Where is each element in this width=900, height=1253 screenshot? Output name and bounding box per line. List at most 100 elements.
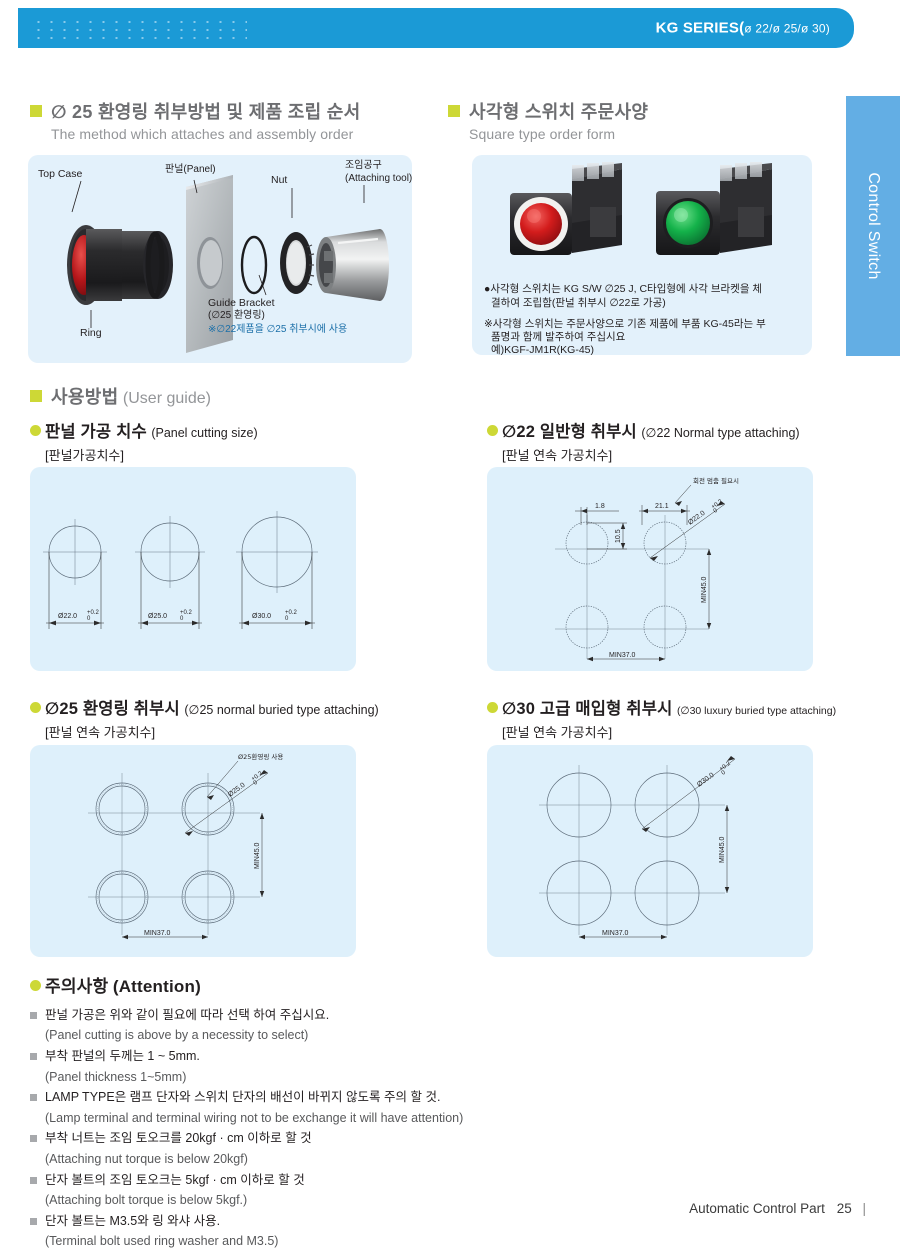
dim-text-min37-d25: MIN37.0	[144, 930, 171, 937]
dim-tol-dn-hole-d22: 0	[713, 507, 720, 514]
label-top-case: Top Case	[38, 168, 83, 180]
note-en: (Lamp terminal and terminal wiring not t…	[45, 1110, 464, 1125]
square-switch-panel: ●사각형 스위치는 KG S/W ∅25 J, C타입형에 사각 브라켓을 체 …	[472, 155, 812, 356]
note-bullet-icon	[30, 1012, 37, 1019]
section1-title-en: The method which attaches and assembly o…	[51, 126, 354, 142]
round-bullet-icon	[487, 425, 498, 437]
annotation-rotation-stop: 회전 멈춤 필요시	[693, 476, 739, 485]
note-kr: 부착 판널의 두께는 1 ~ 5mm.	[45, 1049, 200, 1064]
section-heading-square-order: 사각형 스위치 주문사양 Square type order form	[448, 98, 648, 142]
round-bullet-icon	[30, 980, 41, 992]
sub1-bracket: [판널가공치수]	[45, 448, 124, 463]
sub2-bracket: [판널 연속 가공치수]	[502, 448, 613, 463]
square-switch-note1-line2: 결하여 조립함(판널 취부시 ∅22로 가공)	[491, 297, 666, 309]
footer-text: Automatic Control Part	[689, 1201, 825, 1216]
subheading-attention: 주의사항 (Attention)	[30, 972, 201, 997]
page-footer: Automatic Control Part 25 |	[689, 1201, 866, 1216]
sub2-title-kr: ∅22 일반형 취부시	[502, 423, 637, 441]
d22-layout-diagram: 1.8 21.1 10.5 MIN45.0 MIN37.0 Ø22.0 +0.2…	[487, 467, 813, 671]
side-tab-control-switch[interactable]: Control Switch	[846, 96, 900, 356]
label-ring: Ring	[80, 327, 102, 339]
subheading-d30-luxury: ∅30 고급 매입형 취부시 (∅30 luxury buried type a…	[487, 695, 836, 741]
sub4-title-kr: ∅30 고급 매입형 취부시	[502, 700, 673, 718]
dim-text-10p5: 10.5	[615, 529, 622, 543]
section-heading-user-guide: 사용방법 (User guide)	[30, 383, 211, 409]
subheading-panel-cutting-size: 판널 가공 치수 (Panel cutting size) [판널가공치수]	[30, 418, 258, 464]
note-bullet-icon	[30, 1217, 37, 1225]
sub3-title-en: (∅25 normal buried type attaching)	[184, 703, 379, 717]
attention-title-kr: 주의사항	[45, 977, 109, 996]
section2-title-kr: 사각형 스위치 주문사양	[469, 102, 649, 122]
list-item: 부착 판널의 두께는 1 ~ 5mm. (Panel thickness 1~5…	[30, 1047, 550, 1086]
dim-text-hole-d30: Ø30.0	[696, 772, 716, 789]
note-en: (Attaching nut torque is below 20kgf)	[45, 1151, 248, 1166]
section1-title-kr: ∅ 25 환영링 취부방법 및 제품 조립 순서	[51, 102, 361, 122]
three-hole-sizes-drawing: Ø22.0 +0.2 0 Ø25.0 +0.2 0 Ø30.0 +0.2 0	[43, 511, 318, 629]
dim-tol-dn-d30: 0	[285, 616, 289, 622]
note-bullet-icon	[30, 1176, 37, 1184]
panel-cutting-size-diagram: Ø22.0 +0.2 0 Ø25.0 +0.2 0 Ø30.0 +0.2 0	[30, 467, 356, 671]
dim-text-d22: Ø22.0	[58, 613, 77, 620]
dim-tol-up-d30: +0.2	[285, 610, 298, 616]
note-en: (Terminal bolt used ring washer and M3.5…	[45, 1234, 279, 1248]
list-item: 부착 너트는 조임 토오크를 20kgf · cm 이하로 할 것 (Attac…	[30, 1129, 550, 1168]
assembly-diagram-panel: Top Case Ring 판널(Panel) Nut 조임공구 (Attach…	[28, 155, 412, 363]
d30-layout-diagram: MIN45.0 MIN37.0 Ø30.0 +0.2 0	[487, 745, 813, 957]
sub2-title-en: (∅22 Normal type attaching)	[641, 426, 800, 440]
dim-tol-dn-hole-d25: 0	[253, 779, 260, 786]
series-title: KG SERIES(ø 22/ø 25/ø 30)	[656, 20, 830, 37]
footer-bar: |	[862, 1201, 866, 1216]
section2-title-en: Square type order form	[469, 126, 616, 142]
sub3-title-kr: ∅25 환영링 취부시	[45, 700, 180, 718]
series-title-d25: ø 25/	[772, 21, 801, 36]
square-bullet-icon	[30, 389, 42, 402]
footer-page-number: 25	[836, 1201, 852, 1216]
label-guide-bracket-note: ※∅22제품을 ∅25 취부시에 사용	[208, 324, 348, 335]
dot-grid-icon	[32, 16, 247, 40]
sub1-title-kr: 판널 가공 치수	[45, 423, 147, 441]
sub4-bracket: [판널 연속 가공치수]	[502, 725, 613, 740]
section3-title-kr: 사용방법	[51, 387, 119, 407]
dim-text-min37-d30: MIN37.0	[602, 930, 629, 937]
dim-text-d30: Ø30.0	[252, 613, 271, 620]
square-switch-note1-line1: ●사각형 스위치는 KG S/W ∅25 J, C타입형에 사각 브라켓을 체	[484, 283, 763, 295]
subheading-d25-ring: ∅25 환영링 취부시 (∅25 normal buried type atta…	[30, 695, 379, 741]
section3-title-en: (User guide)	[122, 390, 211, 407]
round-bullet-icon	[30, 702, 41, 714]
attention-notes-list: 판널 가공은 위와 같이 필요에 따라 선택 하여 주십시요. (Panel c…	[30, 1006, 550, 1253]
dim-tol-dn-d25: 0	[180, 616, 184, 622]
dim-text-min37: MIN37.0	[609, 652, 636, 659]
square-switch-photo	[510, 162, 772, 255]
d22-four-hole-drawing: 1.8 21.1 10.5 MIN45.0 MIN37.0 Ø22.0 +0.2…	[555, 476, 739, 662]
subheading-d22-normal: ∅22 일반형 취부시 (∅22 Normal type attaching) …	[487, 418, 800, 464]
note-kr: 단자 볼트의 조임 토오크는 5kgf · cm 이하로 할 것	[45, 1172, 305, 1187]
annotation-d25-ring-use: Ø25환영링 사용	[238, 752, 283, 761]
label-attaching-tool-en: (Attaching tool)	[345, 173, 413, 184]
label-guide-bracket-en: Guide Bracket	[208, 297, 275, 309]
note-en: (Panel cutting is above by a necessity t…	[45, 1028, 309, 1043]
list-item: 단자 볼트의 조임 토오크는 5kgf · cm 이하로 할 것 (Attach…	[30, 1171, 550, 1210]
note-bullet-icon	[30, 1135, 37, 1143]
note-en: (Panel thickness 1~5mm)	[45, 1069, 187, 1084]
side-tab-label: Control Switch	[865, 172, 882, 280]
dim-text-min45-d25: MIN45.0	[254, 842, 261, 869]
note-kr: 판널 가공은 위와 같이 필요에 따라 선택 하여 주십시요.	[45, 1008, 330, 1022]
dim-tol-dn-hole-d30: 0	[721, 769, 728, 776]
label-guide-bracket-kr: (∅25 환영링)	[208, 310, 265, 321]
section-heading-assembly: ∅ 25 환영링 취부방법 및 제품 조립 순서 The method whic…	[30, 98, 360, 142]
sub3-bracket: [판널 연속 가공치수]	[45, 725, 156, 740]
d30-four-hole-drawing: MIN45.0 MIN37.0 Ø30.0 +0.2 0	[539, 756, 736, 940]
attention-title-en: (Attention)	[112, 977, 201, 996]
series-title-d30: ø 30)	[800, 21, 830, 36]
note-bullet-icon	[30, 1053, 37, 1061]
square-switch-note2-line3: 예)KGF-JM1R(KG-45)	[491, 344, 594, 356]
dim-text-1p8: 1.8	[595, 503, 605, 510]
label-nut: Nut	[271, 174, 288, 186]
round-bullet-icon	[487, 702, 498, 714]
label-panel: 판널(Panel)	[165, 164, 216, 175]
series-title-main: KG SERIES(	[655, 19, 745, 37]
square-switch-note2-line1: ※사각형 스위치는 주문사양으로 기존 제품에 부품 KG-45라는 부	[484, 318, 766, 330]
dim-tol-dn-d22: 0	[87, 616, 91, 622]
label-attaching-tool-kr: 조임공구	[345, 160, 382, 171]
round-bullet-icon	[30, 425, 41, 437]
